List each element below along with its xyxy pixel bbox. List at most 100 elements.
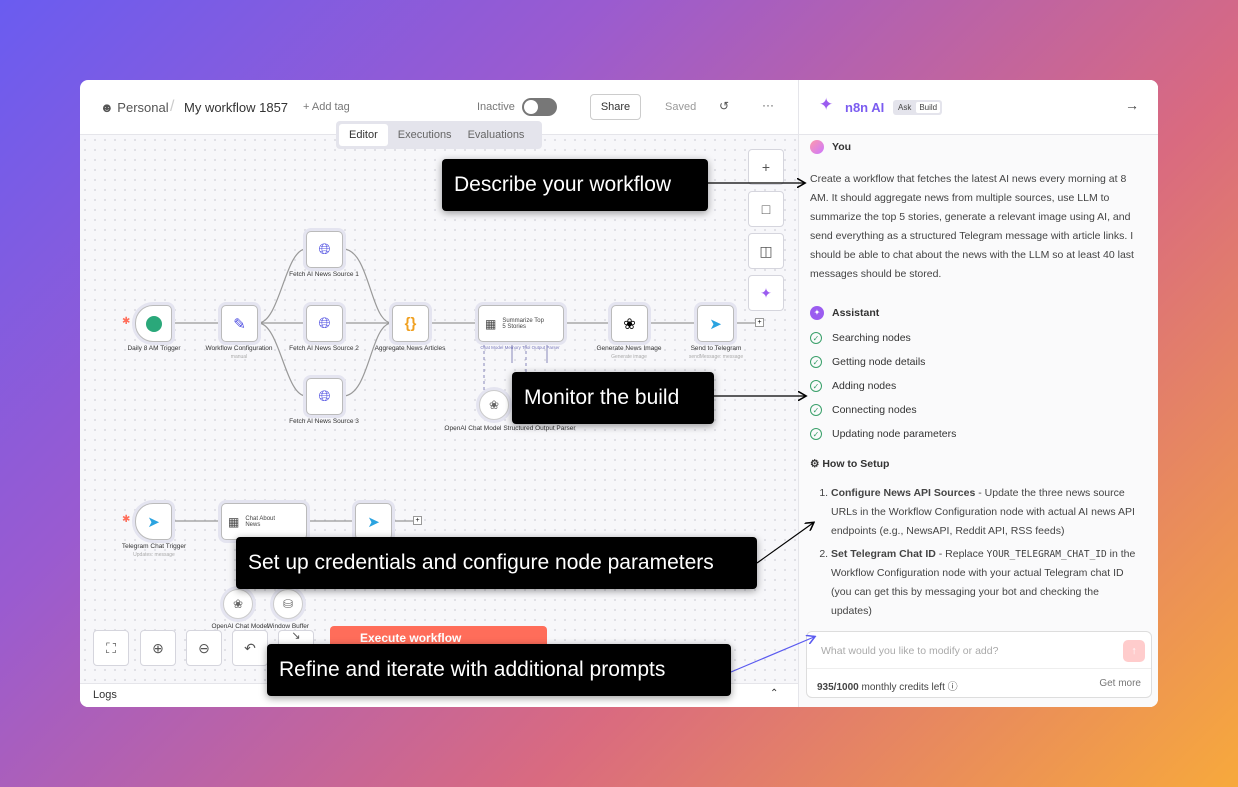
user-prompt: Create a workflow that fetches the lates… [810, 173, 1134, 280]
pencil-icon: ✎ [233, 315, 246, 333]
assistant-label: Assistant [832, 307, 880, 319]
setup-list: Configure News API Sources - Update the … [829, 484, 1139, 621]
add-node-button[interactable]: + [413, 516, 422, 525]
check-icon: ✓ [810, 356, 822, 368]
node-openai-chat-model-2[interactable]: ❀ [223, 589, 253, 619]
workflow-name[interactable]: My workflow 1857 [184, 100, 289, 115]
braces-icon: {} [404, 315, 417, 332]
breadcrumb-separator: / [170, 98, 175, 115]
send-button[interactable]: ↑ [1123, 640, 1145, 662]
node-send-telegram[interactable]: ➤ [697, 305, 734, 342]
clock-icon [145, 315, 162, 332]
globe-icon: 🌐︎ [318, 388, 331, 405]
plus-icon: + [761, 159, 771, 175]
openai-icon: ❀ [488, 398, 500, 412]
node-chat-agent[interactable]: ▦Chat About News [221, 503, 307, 540]
tab-evaluations[interactable]: Evaluations [467, 129, 525, 141]
trigger-bolt-icon: ✱ [122, 514, 131, 525]
ai-assistant-button[interactable]: ✦ [748, 275, 784, 311]
chevron-up-icon[interactable]: ⌃ [770, 688, 779, 699]
setup-heading: ⚙ How to Setup [810, 458, 890, 470]
zoom-out-icon: ⊖ [198, 639, 210, 656]
add-tag-button[interactable]: + Add tag [303, 101, 350, 113]
add-node-button[interactable]: + [755, 318, 764, 327]
setup-step: Set Telegram Chat ID - Replace YOUR_TELE… [831, 545, 1139, 621]
mode-build[interactable]: Build [916, 102, 941, 113]
mode-ask[interactable]: Ask [898, 103, 912, 112]
fit-view-button[interactable]: ⛶ [93, 630, 129, 666]
breadcrumb-personal[interactable]: ☻ Personal [100, 100, 169, 115]
callout-credentials: Set up credentials and configure node pa… [236, 537, 757, 589]
history-icon[interactable]: ↺ [719, 99, 730, 113]
node-fetch-source-3[interactable]: 🌐︎ [306, 378, 343, 415]
undo-button[interactable]: ↶ [232, 630, 268, 666]
mode-toggle: Ask Build [893, 100, 943, 115]
telegram-icon: ➤ [367, 513, 380, 531]
node-telegram-chat-trigger[interactable]: ➤ [135, 503, 172, 540]
panel-header: ✦ n8n AI Ask Build → [799, 80, 1158, 135]
node-label: Aggregate News Articles [374, 345, 446, 352]
check-icon: ✓ [810, 428, 822, 440]
note-icon: □ [761, 201, 771, 217]
node-fetch-source-1[interactable]: 🌐︎ [306, 231, 343, 268]
telegram-icon: ➤ [709, 315, 722, 333]
fullscreen-icon: ⛶ [106, 639, 116, 656]
callout-monitor: Monitor the build [512, 372, 714, 424]
zoom-out-button[interactable]: ⊖ [186, 630, 222, 666]
trigger-bolt-icon: ✱ [122, 316, 131, 327]
check-icon: ✓ [810, 332, 822, 344]
openai-icon: ❀ [232, 597, 244, 611]
node-summarize-agent[interactable]: ▦Summarize Top 5 Stories [478, 305, 564, 342]
ai-builder-panel: ✦ n8n AI Ask Build → You Create a workflo… [798, 80, 1158, 707]
step-item: ✓Updating node parameters [810, 428, 956, 440]
node-fetch-source-2[interactable]: 🌐︎ [306, 305, 343, 342]
node-workflow-configuration[interactable]: ✎ [221, 305, 258, 342]
wand-icon: ↘ [291, 630, 301, 642]
callout-describe: Describe your workflow [442, 159, 708, 211]
assistant-sparkle-icon: ✦ [810, 306, 824, 320]
node-label: OpenAI Chat Model [211, 623, 269, 630]
step-item: ✓Searching nodes [810, 332, 911, 344]
tab-executions[interactable]: Executions [397, 129, 452, 141]
zoom-in-button[interactable]: ⊕ [140, 630, 176, 666]
globe-icon: 🌐︎ [318, 315, 331, 332]
add-node-panel-button[interactable]: + [748, 149, 784, 185]
active-status-label: Inactive [477, 101, 515, 113]
saved-status: Saved [665, 101, 697, 113]
collapse-arrow-icon[interactable]: → [1125, 97, 1139, 113]
tab-editor[interactable]: Editor [339, 124, 388, 146]
node-label: Window Buffer [266, 623, 310, 630]
view-tabs: Editor Executions Evaluations [336, 121, 542, 149]
chat-input[interactable]: What would you like to modify or add? [821, 645, 999, 657]
node-generate-image[interactable]: ❀ [611, 305, 648, 342]
active-toggle[interactable] [522, 98, 557, 116]
step-item: ✓Getting node details [810, 356, 925, 368]
check-icon: ✓ [810, 404, 822, 416]
step-item: ✓Connecting nodes [810, 404, 917, 416]
sparkle-icon: ✦ [819, 95, 834, 114]
chat-input-box: What would you like to modify or add? ↑ … [806, 631, 1152, 698]
node-daily-trigger[interactable] [135, 305, 172, 342]
openai-icon: ❀ [623, 315, 636, 333]
more-options-icon[interactable]: ··· [762, 98, 774, 112]
sticky-note-button[interactable]: □ [748, 191, 784, 227]
user-icon: ☻ [100, 100, 118, 115]
step-item: ✓Adding nodes [810, 380, 896, 392]
node-label: Daily 8 AM Trigger [127, 345, 181, 352]
share-button[interactable]: Share [590, 94, 641, 120]
globe-icon: 🌐︎ [318, 241, 331, 258]
node-aggregate[interactable]: {} [392, 305, 429, 342]
avatar [810, 140, 824, 154]
node-label: Fetch AI News Source 3 [289, 418, 359, 425]
get-more-link[interactable]: Get more [1099, 678, 1141, 689]
node-window-buffer[interactable]: ⛁ [273, 589, 303, 619]
node-telegram-reply[interactable]: ➤ [355, 503, 392, 540]
user-label: You [832, 141, 852, 153]
toggle-panel-button[interactable]: ◫ [748, 233, 784, 269]
node-openai-chat-model[interactable]: ❀ [479, 390, 509, 420]
panel-title: n8n AI [845, 100, 885, 115]
robot-icon: ▦ [228, 514, 240, 529]
